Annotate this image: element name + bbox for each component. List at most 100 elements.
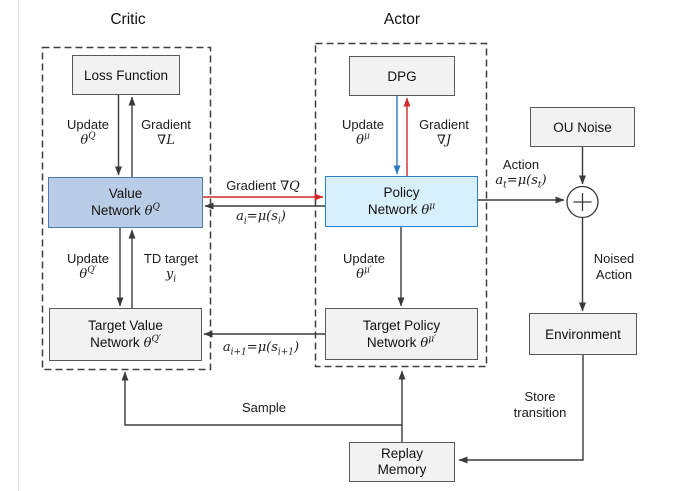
target-value-label-line1: Target Value [88,318,163,333]
critic-dashed-frame [41,46,212,371]
arrow-store-transition [458,355,584,464]
theta-symbol: θ [356,133,364,148]
theta-sup: Q [152,202,160,213]
nabla-symbol: ∇ [436,133,446,148]
gradient-l-label: Gradient ∇L [141,117,191,149]
loss-function-label: Loss Function [83,67,169,83]
math-var: a [236,209,244,224]
math-sub: i+1 [230,347,247,358]
a-i-plus-1-label: ai+1=μ(si+1) [223,340,299,358]
theta-sup: Q′ [87,265,97,276]
replay-memory-box: Replay Memory [349,442,455,482]
target-value-word: Network [90,335,140,350]
gradient-q-label: Gradient∇Q [226,178,300,195]
dpg-label: DPG [387,68,417,84]
target-policy-label-line1: Target Policy [362,317,441,333]
theta-mu-prime-math: θμ′ [343,265,385,283]
sample-label: Sample [242,400,286,416]
label-word: TD target [143,251,199,266]
target-policy-theta: θμ′ [420,335,436,351]
label-word: Update [343,251,385,266]
a-i-math: ai=μ(si) [236,209,286,227]
math-mid: =μ(s [246,209,278,224]
replay-memory-label-line1: Replay [380,446,424,461]
actor-dashed-frame [314,42,488,368]
theta-symbol: θ [144,204,153,219]
label-word: Update [67,117,109,132]
update-theta-q-prime-label: Update θQ′ [67,251,109,283]
math-var: L [166,133,175,148]
theta-symbol: θ [356,267,364,282]
math-sub: i+1 [277,347,295,358]
nabla-j-math: ∇J [419,133,469,149]
math-sub: i [173,274,177,285]
actor-section-title: Actor [383,11,421,28]
theta-sup: Q [88,131,96,142]
math-var: Q [289,179,300,194]
arrow-sample [121,371,402,426]
theta-sup: μ [429,201,436,212]
value-network-word: Network [91,203,141,218]
target-value-theta: θQ′ [143,334,161,351]
update-theta-mu-label: Update θμ [342,117,384,149]
math-sub: t [537,180,542,191]
theta-mu-math: θμ [342,131,384,149]
value-network-theta: θQ [144,202,160,219]
math-end: ) [280,209,286,224]
theta-sup: Q′ [151,334,161,345]
critic-section-title: Critic [110,11,146,28]
theta-sup: μ [363,131,370,142]
nabla-l-math: ∇L [141,133,191,149]
plus-icon [573,193,592,211]
a-i-label: ai=μ(si) [236,209,286,227]
label-line1: Noised [593,251,635,266]
noised-action-label: Noised Action [594,251,634,283]
math-mid: =μ(s [246,340,278,355]
nabla-symbol: ∇ [157,133,167,148]
policy-network-theta: θμ [421,201,436,218]
target-policy-word: Network [366,334,417,350]
label-line2: Action [595,267,633,282]
math-var: y [165,267,174,282]
value-network-label-line1: Value [108,186,143,201]
theta-sup: μ′ [363,265,372,276]
theta-symbol: θ [79,267,88,282]
label-line1: Store [524,389,556,404]
theta-symbol: θ [421,203,430,218]
label-word: Gradient [226,178,277,193]
td-target-label: TD target yi [143,251,199,285]
math-mid: =μ(s [506,173,538,188]
label-word: Action [502,157,540,172]
update-theta-mu-prime-label: Update θμ′ [343,251,385,283]
nabla-q-math: ∇Q [280,179,300,194]
gradient-j-label: Gradient ∇J [419,117,469,149]
math-sub: i [243,216,247,227]
math-end: ) [541,173,547,188]
policy-network-word: Network [367,202,418,217]
theta-q-math: θQ [67,131,109,149]
label-word: Update [67,251,109,266]
update-theta-q-label: Update θQ [67,117,109,149]
policy-network-label-line1: Policy [383,185,420,200]
loss-function-box: Loss Function [72,55,180,95]
page-edge-line [18,0,19,491]
store-transition-label: Store transition [514,389,567,421]
theta-symbol: θ [143,336,152,351]
theta-q-prime-math: θQ′ [67,265,109,283]
label-word: Update [342,117,384,132]
y-i-math: yi [144,267,198,285]
dpg-box: DPG [349,56,455,96]
environment-box: Environment [529,313,637,355]
action-label: Action at=μ(st) [495,157,547,191]
a-i-plus-1-math: ai+1=μ(si+1) [223,340,299,358]
a-t-math: at=μ(st) [495,173,547,191]
